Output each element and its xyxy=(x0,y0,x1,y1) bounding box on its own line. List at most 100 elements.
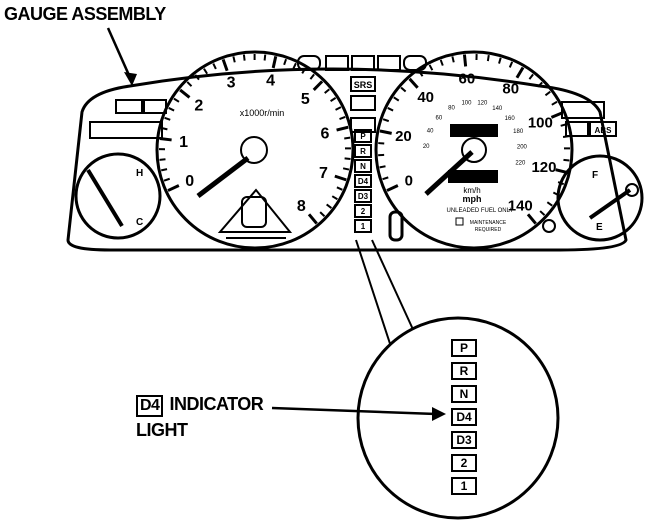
left-indicators xyxy=(90,100,166,138)
speed-inner-label: 220 xyxy=(515,160,526,166)
speed-inner-label: 180 xyxy=(513,129,524,135)
tach-label: 0 xyxy=(185,173,194,190)
speed-tick xyxy=(387,185,398,190)
tach-tick xyxy=(337,187,342,189)
speed-tick xyxy=(464,54,465,66)
speed-inner-label: 100 xyxy=(461,101,472,107)
tach-tick xyxy=(174,99,179,102)
tach-tick xyxy=(204,69,207,74)
tach-tick xyxy=(335,176,346,180)
speed-inner-label: 140 xyxy=(492,106,503,112)
speed-tick xyxy=(401,88,406,92)
shift-position-label: 2 xyxy=(461,456,468,470)
shift-position-label: P xyxy=(460,341,468,355)
speed-tick xyxy=(547,202,552,205)
speed-tick xyxy=(563,160,569,161)
svg-text:H: H xyxy=(136,168,143,179)
indicator-label-line2: LIGHT xyxy=(136,420,188,441)
tach-tick xyxy=(244,55,245,61)
tach-tick xyxy=(336,107,341,110)
svg-text:E: E xyxy=(596,222,603,233)
speed-tick xyxy=(388,108,393,111)
speed-tick xyxy=(556,170,568,173)
speed-tick xyxy=(510,62,512,68)
brake-light xyxy=(351,96,375,110)
speed-tick xyxy=(410,79,418,88)
svg-text:REQUIRED: REQUIRED xyxy=(475,227,502,233)
speed-tick xyxy=(517,67,523,77)
indicator-label-line1: INDICATOR xyxy=(169,394,263,414)
tach-label: 8 xyxy=(297,198,306,215)
shift-position-label: N xyxy=(360,162,366,171)
speed-label: 80 xyxy=(502,80,519,97)
shift-position-label: R xyxy=(360,147,366,156)
speed-tick xyxy=(529,74,533,79)
shift-position-label: 1 xyxy=(461,479,468,493)
speed-tick xyxy=(540,211,544,215)
tach-tick xyxy=(180,90,189,98)
shift-position-label: N xyxy=(460,387,469,401)
shift-position-label: R xyxy=(460,364,469,378)
tach-label: 3 xyxy=(227,75,236,92)
speed-label: 40 xyxy=(417,89,434,106)
tach-tick xyxy=(344,138,350,139)
tach-label: 7 xyxy=(319,165,328,182)
speed-tick xyxy=(551,113,562,118)
speed-inner-label: 20 xyxy=(423,144,430,150)
tach-tick xyxy=(265,55,266,61)
tach-tick xyxy=(343,168,349,169)
shift-position-label: P xyxy=(360,132,366,141)
tach-tick xyxy=(310,74,314,79)
tach-tick xyxy=(169,108,174,111)
speed-inner-label: 80 xyxy=(448,106,455,112)
speed-tick xyxy=(452,56,453,62)
speed-inner-label: 40 xyxy=(427,128,434,134)
assembly-title: GAUGE ASSEMBLY xyxy=(4,4,166,25)
speed-tick xyxy=(430,65,433,70)
svg-text:SRS: SRS xyxy=(354,80,373,90)
speed-tick xyxy=(380,166,386,167)
speed-inner-label: 160 xyxy=(505,116,516,122)
svg-text:F: F xyxy=(592,170,598,181)
shift-position-label: D3 xyxy=(456,433,472,447)
tach-tick xyxy=(309,214,317,223)
tach-tick xyxy=(340,117,346,119)
tach-tick xyxy=(162,128,168,129)
tach-tick xyxy=(164,179,170,181)
srs-light: SRS xyxy=(351,77,375,91)
callout-line-right xyxy=(372,240,416,336)
indicator-label: D4 INDICATOR xyxy=(136,394,263,417)
tach-tick xyxy=(165,118,171,120)
tach-tick xyxy=(213,64,216,69)
tach-tick xyxy=(160,139,172,140)
shift-position-label: D4 xyxy=(456,410,472,424)
temperature-gauge: H C xyxy=(76,154,160,238)
speed-tick xyxy=(528,214,536,223)
shift-position-label: 1 xyxy=(361,222,366,231)
tach-label: 4 xyxy=(266,72,275,89)
tach-tick xyxy=(293,63,296,68)
tach-tick xyxy=(314,81,322,90)
tach-label: 2 xyxy=(194,98,203,115)
speed-tick xyxy=(383,177,389,179)
tach-tick xyxy=(327,204,332,208)
speed-tick xyxy=(563,136,569,137)
d4-badge: D4 xyxy=(136,395,163,417)
speed-tick xyxy=(552,102,557,105)
speed-tick xyxy=(380,131,392,133)
speed-tick xyxy=(383,119,389,121)
speed-label: 20 xyxy=(395,128,412,145)
speed-label: 120 xyxy=(531,159,556,176)
speed-tick xyxy=(441,60,443,66)
speed-inner-label: 200 xyxy=(517,145,528,151)
speed-label: 100 xyxy=(528,114,553,131)
speed-tick xyxy=(394,97,399,100)
tach-tick xyxy=(160,159,166,160)
speed-inner-label: 60 xyxy=(436,115,443,121)
tach-label: 6 xyxy=(320,125,329,142)
svg-text:ABS: ABS xyxy=(595,126,613,135)
svg-text:x1000r/min: x1000r/min xyxy=(240,108,285,118)
tach-tick xyxy=(223,59,227,70)
